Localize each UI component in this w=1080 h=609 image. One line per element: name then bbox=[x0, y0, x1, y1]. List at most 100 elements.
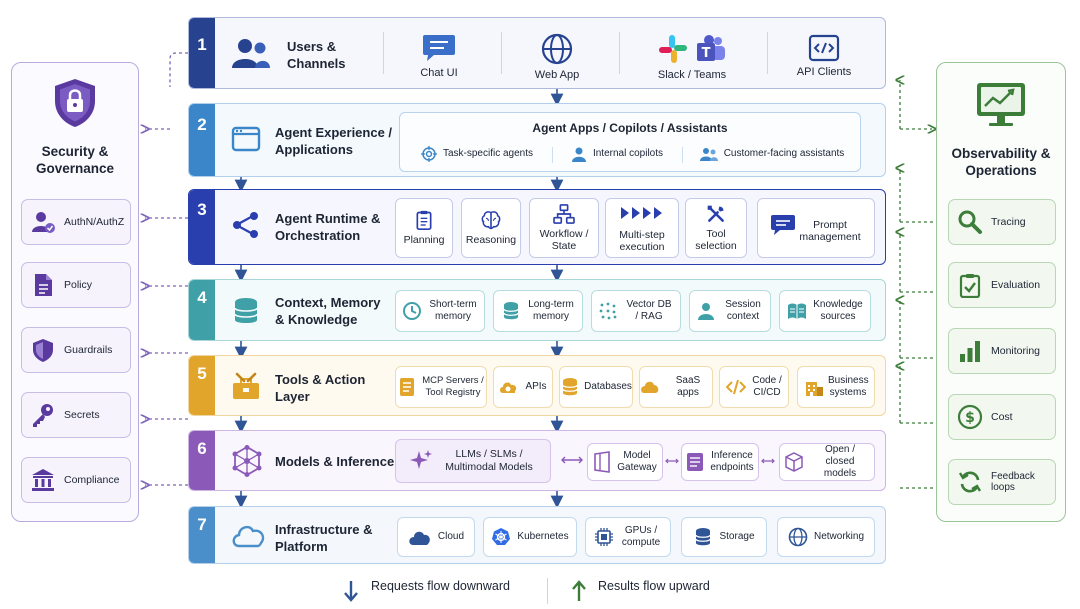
kubernetes-icon bbox=[492, 528, 511, 545]
tool-saas-apps[interactable]: SaaS apps bbox=[639, 366, 713, 408]
security-item-secrets[interactable]: Secrets bbox=[21, 392, 131, 438]
model-label: LLMs / SLMs / Multimodal Models bbox=[445, 448, 533, 473]
runtime-planning[interactable]: Planning bbox=[395, 198, 453, 258]
runtime-label: Tool selection bbox=[695, 228, 737, 252]
tool-label: APIs bbox=[525, 381, 547, 392]
chat-bubble-icon bbox=[423, 35, 455, 61]
layer-title: Context, Memory & Knowledge bbox=[275, 295, 381, 327]
infra-storage[interactable]: Storage bbox=[681, 517, 767, 557]
channel-slack-teams[interactable]: T Slack / Teams bbox=[637, 28, 747, 86]
security-item-label: Policy bbox=[64, 279, 93, 291]
app-label: Customer-facing assistants bbox=[723, 148, 845, 159]
security-item-label: AuthN/AuthZ bbox=[64, 216, 125, 228]
memory-vector-db[interactable]: Vector DB / RAG bbox=[591, 290, 681, 332]
infra-cloud[interactable]: Cloud bbox=[397, 517, 475, 557]
security-item-guardrails[interactable]: Guardrails bbox=[21, 327, 131, 373]
memory-long-term[interactable]: Long-term memory bbox=[493, 290, 583, 332]
channel-chat-ui[interactable]: Chat UI bbox=[399, 28, 479, 84]
prompt-bubble-icon bbox=[771, 215, 795, 235]
layer-number: 7 bbox=[189, 507, 215, 563]
observability-item-label: Cost bbox=[991, 411, 1013, 423]
database-small-icon bbox=[695, 528, 712, 546]
infra-label: Networking bbox=[813, 531, 865, 542]
clock-icon bbox=[403, 302, 421, 320]
security-item-policy[interactable]: Policy bbox=[21, 262, 131, 308]
observability-operations-title: Observability & Operations bbox=[951, 146, 1051, 178]
database-icon bbox=[234, 298, 258, 323]
layer-tools-action: 5 Tools & Action Layer MCP Servers / Too… bbox=[188, 355, 886, 416]
globe-icon bbox=[541, 33, 573, 65]
observability-item-feedback[interactable]: Feedback loops bbox=[948, 459, 1056, 505]
infra-gpus[interactable]: GPUs / compute bbox=[585, 517, 671, 557]
observability-item-evaluation[interactable]: Evaluation bbox=[948, 262, 1056, 308]
observability-item-label: Evaluation bbox=[991, 279, 1041, 291]
open-book-icon bbox=[788, 303, 806, 319]
model-gateway[interactable]: Model Gateway bbox=[587, 443, 663, 481]
runtime-prompt-management[interactable]: Prompt management bbox=[757, 198, 875, 258]
person-icon bbox=[571, 147, 586, 162]
tool-mcp-servers[interactable]: MCP Servers / Tool Registry bbox=[395, 366, 487, 408]
database-small-icon bbox=[503, 302, 519, 320]
infra-networking[interactable]: Networking bbox=[777, 517, 875, 557]
layer-title: Users & Channels bbox=[287, 39, 346, 71]
channel-api-clients[interactable]: API Clients bbox=[779, 28, 869, 84]
chip-icon bbox=[595, 528, 613, 546]
observability-item-label: Tracing bbox=[991, 216, 1026, 228]
code-window-icon bbox=[808, 34, 840, 62]
tool-label: Business systems bbox=[828, 375, 869, 398]
memory-knowledge-sources[interactable]: Knowledge sources bbox=[779, 290, 871, 332]
memory-short-term[interactable]: Short-term memory bbox=[395, 290, 485, 332]
layer-context-memory: 4 Context, Memory & Knowledge Short-term… bbox=[188, 279, 886, 341]
tool-databases[interactable]: Databases bbox=[559, 366, 633, 408]
app-customer-facing-assistants[interactable]: Customer-facing assistants bbox=[692, 145, 852, 163]
endpoint-list-icon bbox=[687, 453, 703, 471]
observability-item-monitoring[interactable]: Monitoring bbox=[948, 328, 1056, 374]
security-item-compliance[interactable]: Compliance bbox=[21, 457, 131, 503]
clipboard-check-icon bbox=[959, 274, 981, 298]
workflow-nodes-icon bbox=[233, 212, 258, 238]
memory-session-context[interactable]: Session context bbox=[689, 290, 771, 332]
layer-infrastructure: 7 Infrastructure & Platform Cloud Kubern… bbox=[188, 506, 886, 564]
security-item-authn[interactable]: AuthN/AuthZ bbox=[21, 199, 131, 245]
app-task-specific-agents[interactable]: Task-specific agents bbox=[412, 145, 542, 163]
runtime-workflow-state[interactable]: Workflow / State bbox=[529, 198, 599, 258]
network-graph-icon bbox=[232, 445, 262, 477]
cloud-filled-icon bbox=[409, 531, 430, 545]
legend-results-up: Results flow upward bbox=[598, 579, 710, 593]
model-llms[interactable]: LLMs / SLMs / Multimodal Models bbox=[395, 439, 551, 483]
runtime-tool-selection[interactable]: Tool selection bbox=[685, 198, 747, 258]
channel-label: Chat UI bbox=[420, 67, 458, 79]
tool-apis[interactable]: APIs bbox=[493, 366, 553, 408]
tool-label: MCP Servers / Tool Registry bbox=[422, 375, 484, 398]
memory-label: Knowledge sources bbox=[813, 299, 863, 322]
model-inference-endpoints[interactable]: Inference endpoints bbox=[681, 443, 759, 481]
gateway-icon bbox=[594, 451, 610, 473]
tool-business-systems[interactable]: Business systems bbox=[797, 366, 875, 408]
infra-kubernetes[interactable]: Kubernetes bbox=[483, 517, 577, 557]
brain-icon bbox=[481, 211, 501, 230]
svg-text:$: $ bbox=[965, 410, 975, 426]
toolbox-icon bbox=[233, 372, 259, 399]
model-label: Inference endpoints bbox=[710, 450, 754, 473]
observability-item-tracing[interactable]: Tracing bbox=[948, 199, 1056, 245]
observability-item-cost[interactable]: $ Cost bbox=[948, 394, 1056, 440]
channel-web-app[interactable]: Web App bbox=[517, 28, 597, 86]
runtime-label: Multi-step execution bbox=[619, 229, 665, 253]
runtime-label: Prompt management bbox=[799, 219, 861, 243]
runtime-reasoning[interactable]: Reasoning bbox=[461, 198, 521, 258]
layer-title: Agent Experience / Applications bbox=[275, 125, 393, 157]
infra-label: Kubernetes bbox=[517, 531, 569, 542]
bidirectional-arrow-icon bbox=[761, 458, 775, 464]
tool-code-cicd[interactable]: Code / CI/CD bbox=[719, 366, 789, 408]
runtime-multi-step-execution[interactable]: Multi-step execution bbox=[605, 198, 679, 258]
memory-label: Vector DB / RAG bbox=[626, 299, 672, 322]
security-item-label: Compliance bbox=[64, 474, 120, 486]
model-open-closed[interactable]: Open / closed models bbox=[779, 443, 875, 481]
cloud-icon bbox=[232, 525, 265, 548]
steps-arrows-icon bbox=[621, 207, 662, 219]
layer-title: Tools & Action Layer bbox=[275, 372, 366, 404]
observability-operations-panel: Observability & Operations Tracing Evalu… bbox=[936, 62, 1066, 522]
app-internal-copilots[interactable]: Internal copilots bbox=[562, 145, 672, 163]
layer-title: Models & Inference bbox=[275, 454, 395, 469]
registry-icon bbox=[400, 378, 414, 396]
